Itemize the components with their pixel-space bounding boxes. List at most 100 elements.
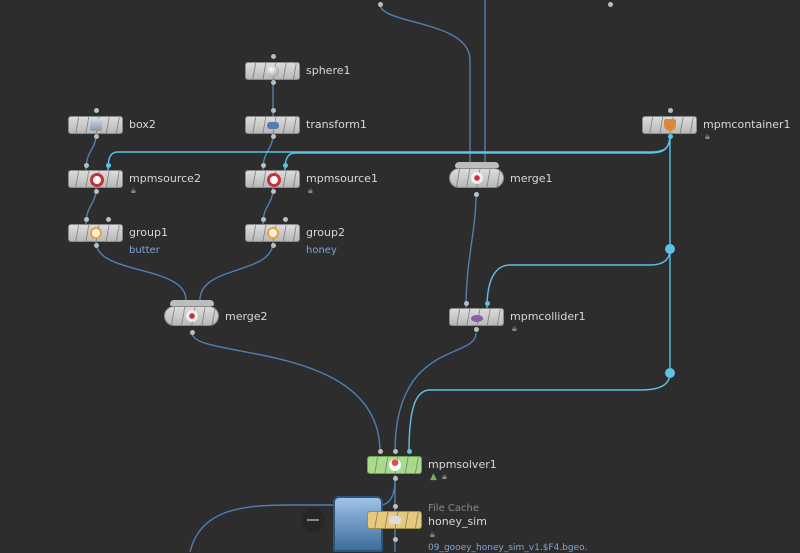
wire-dot[interactable] <box>665 244 675 254</box>
transform-icon <box>266 122 279 129</box>
input-port[interactable] <box>282 162 288 168</box>
node-mpmcontainer1[interactable] <box>642 116 697 134</box>
output-port[interactable] <box>473 191 479 197</box>
mpm-source-icon <box>266 173 281 187</box>
mpm-collider-icon <box>470 315 483 322</box>
output-port[interactable] <box>270 133 276 139</box>
node-label: merge1 <box>510 172 553 185</box>
node-transform1[interactable] <box>245 116 300 134</box>
node-label: mpmsource2 <box>129 172 201 185</box>
group-icon <box>89 227 102 239</box>
node-group2[interactable] <box>245 224 300 242</box>
lock-icon: 🔒︎ <box>705 132 710 142</box>
node-mpmsolver1[interactable] <box>367 456 422 474</box>
node-label: mpmsource1 <box>306 172 378 185</box>
merge-input-bar[interactable] <box>455 162 499 168</box>
bypass-button[interactable] <box>301 508 325 532</box>
node-merge2[interactable] <box>164 306 219 326</box>
wire-collider-solver <box>394 332 477 453</box>
node-honey-sim[interactable] <box>367 511 422 529</box>
group-icon <box>266 227 279 239</box>
wire-container-collider <box>486 248 671 309</box>
lock-icon: 🔒︎ <box>430 530 435 540</box>
node-label: mpmcollider1 <box>510 310 586 323</box>
wire-group1-merge2 <box>95 241 187 301</box>
node-label: group2 <box>306 226 345 239</box>
input-port[interactable] <box>392 448 398 454</box>
node-label: mpmsolver1 <box>428 458 497 471</box>
output-port[interactable] <box>93 188 99 194</box>
output-port[interactable] <box>93 242 99 248</box>
input-port[interactable] <box>83 162 89 168</box>
node-merge1[interactable] <box>449 168 504 188</box>
output-port[interactable] <box>270 242 276 248</box>
lock-icon: 🔒︎ <box>308 186 313 196</box>
input-port[interactable] <box>105 216 111 222</box>
node-label: merge2 <box>225 310 268 323</box>
wire-container-mpmsource2 <box>107 133 671 171</box>
wire-group2-merge2 <box>199 241 274 301</box>
minus-icon <box>307 519 319 521</box>
solver-flag-icon: ▲ <box>430 472 437 482</box>
node-type-label: File Cache <box>428 503 480 514</box>
output-port[interactable] <box>392 536 398 542</box>
wire-container-solver <box>408 372 671 453</box>
node-comment: butter <box>129 245 160 256</box>
output-port[interactable] <box>667 133 673 139</box>
mpm-solver-icon <box>388 459 401 471</box>
output-port[interactable] <box>473 326 479 332</box>
sphere-icon <box>266 65 279 77</box>
input-port[interactable] <box>282 216 288 222</box>
wire-merge1-mpmcollider1 <box>465 195 477 309</box>
node-mpmcollider1[interactable] <box>449 308 504 326</box>
node-mpmsource2[interactable] <box>68 170 123 188</box>
output-port[interactable] <box>392 475 398 481</box>
input-port[interactable] <box>270 53 276 59</box>
output-port[interactable] <box>93 133 99 139</box>
input-port[interactable] <box>270 107 276 113</box>
node-group1[interactable] <box>68 224 123 242</box>
lock-icon: 🔒︎ <box>512 324 517 334</box>
input-port[interactable] <box>463 300 469 306</box>
file-cache-icon <box>388 516 401 524</box>
input-port[interactable] <box>667 107 673 113</box>
node-sphere1[interactable] <box>245 62 300 80</box>
mpm-container-icon <box>663 119 676 131</box>
output-port[interactable] <box>607 1 613 7</box>
wire-bottom-left <box>189 479 396 552</box>
node-label: sphere1 <box>306 64 351 77</box>
wire-merge2-solver <box>191 332 381 453</box>
input-port[interactable] <box>105 162 111 168</box>
node-label: box2 <box>129 118 156 131</box>
merge-input-bar[interactable] <box>170 300 214 306</box>
input-port[interactable] <box>406 448 412 454</box>
node-box2[interactable] <box>68 116 123 134</box>
lock-icon: 🔒︎ <box>131 186 136 196</box>
input-port[interactable] <box>83 216 89 222</box>
box-icon <box>89 119 102 131</box>
input-port[interactable] <box>260 162 266 168</box>
lock-icon: 🔒︎ <box>442 472 447 482</box>
file-path: 09_gooey_honey_sim_v1.$F4.bgeo. <box>428 543 588 553</box>
wire-container-mpmsource1 <box>284 133 671 171</box>
output-port[interactable] <box>189 329 195 335</box>
node-label: honey_sim <box>428 515 487 528</box>
input-port[interactable] <box>377 448 383 454</box>
node-label: transform1 <box>306 118 367 131</box>
node-label: group1 <box>129 226 168 239</box>
input-port[interactable] <box>93 107 99 113</box>
input-port[interactable] <box>392 503 398 509</box>
node-mpmsource1[interactable] <box>245 170 300 188</box>
output-port[interactable] <box>377 1 383 7</box>
input-port[interactable] <box>484 300 490 306</box>
wire-top-left <box>379 3 471 168</box>
input-port[interactable] <box>260 216 266 222</box>
output-port[interactable] <box>270 188 276 194</box>
merge-icon <box>470 172 483 184</box>
node-comment: honey <box>306 245 337 256</box>
merge-icon <box>185 310 198 322</box>
node-label: mpmcontainer1 <box>703 118 791 131</box>
wire-dot[interactable] <box>665 368 675 378</box>
mpm-source-icon <box>89 173 104 187</box>
output-port[interactable] <box>270 79 276 85</box>
